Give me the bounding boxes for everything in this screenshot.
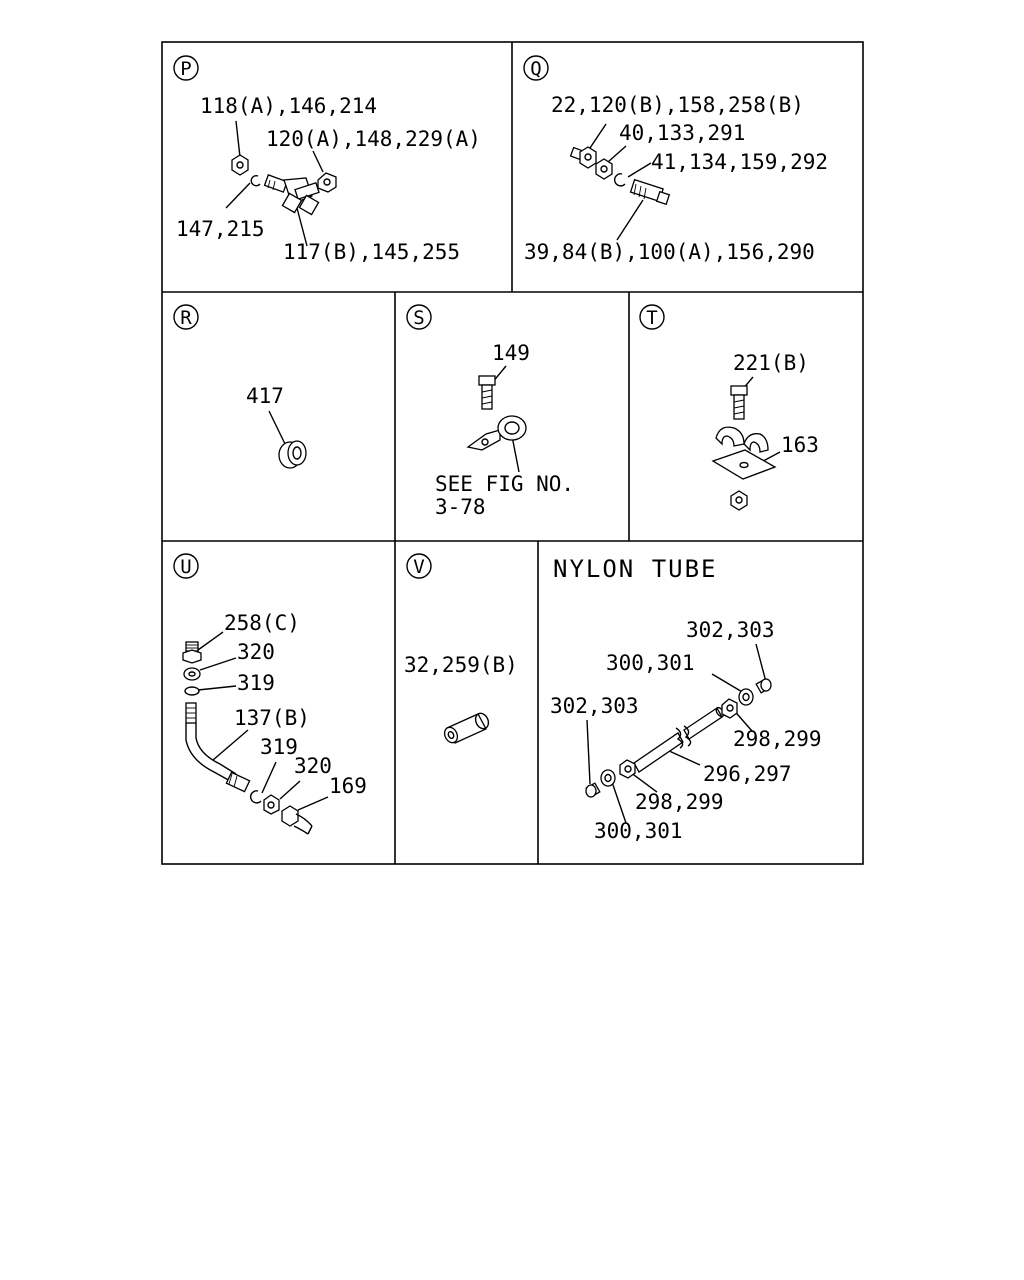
- label-147: 147,215: [176, 217, 265, 241]
- label-300-top: 300,301: [606, 651, 695, 675]
- hose-end-icon: [281, 805, 313, 835]
- panel-p-marker: P: [173, 55, 199, 81]
- panel-nylon-tube: NYLON TUBE 302,303 300,301 302,303 298,2…: [550, 555, 822, 843]
- panel-v-letter: V: [413, 556, 424, 578]
- nylon-tube-title: NYLON TUBE: [553, 555, 718, 583]
- label-258c: 258(C): [224, 611, 300, 635]
- panel-v-marker: V: [406, 553, 432, 579]
- panel-q: Q 22,120(B),158,258(B) 40,133,291 41,134…: [523, 55, 828, 264]
- union-fitting-icon: [182, 641, 202, 664]
- label-41: 41,134,159,292: [651, 150, 828, 174]
- panel-s-marker: S: [406, 304, 432, 330]
- label-149: 149: [492, 341, 530, 365]
- nut-icon: [263, 794, 280, 815]
- panel-p-letter: P: [180, 58, 191, 80]
- panel-v: V 32,259(B): [404, 553, 518, 744]
- panel-r: R 417: [173, 304, 307, 469]
- label-417: 417: [246, 384, 284, 408]
- label-300-bottom: 300,301: [594, 819, 683, 843]
- label-221b: 221(B): [733, 351, 809, 375]
- washer-icon: [184, 686, 200, 696]
- bolt-icon: [730, 385, 748, 420]
- label-169: 169: [329, 774, 367, 798]
- panel-s: S 149 SEE FIG NO. 3-78: [406, 304, 574, 519]
- snap-ring-icon: [614, 173, 626, 187]
- panel-u-letter: U: [180, 556, 191, 578]
- label-302-left: 302,303: [550, 694, 639, 718]
- sleeve-icon: [443, 712, 490, 744]
- label-39: 39,84(B),100(A),156,290: [524, 240, 815, 264]
- label-298-bottom: 298,299: [635, 790, 724, 814]
- tee-fitting-icon: [263, 174, 320, 216]
- panel-t-marker: T: [639, 304, 665, 330]
- label-163: 163: [781, 433, 819, 457]
- panel-p: P 118(A),146,214 120(A),148,229(A) 147,2…: [173, 55, 481, 264]
- label-see-fig: SEE FIG NO.: [435, 472, 574, 496]
- connector-icon: [629, 178, 671, 206]
- grid-frame: [161, 41, 864, 865]
- panel-s-letter: S: [413, 307, 424, 329]
- nylon-tube-icon: [633, 706, 725, 773]
- grommet-icon: [278, 440, 307, 469]
- bolt-icon: [317, 172, 337, 193]
- union-fitting-icon: [569, 146, 597, 169]
- nut-icon: [595, 158, 613, 180]
- panel-u-marker: U: [173, 553, 199, 579]
- label-22: 22,120(B),158,258(B): [551, 93, 804, 117]
- panel-q-marker: Q: [523, 55, 549, 81]
- label-302-top: 302,303: [686, 618, 775, 642]
- label-120a: 120(A),148,229(A): [266, 127, 481, 151]
- nut-icon: [619, 759, 636, 779]
- sleeve-icon: [600, 769, 616, 787]
- label-137b: 137(B): [234, 706, 310, 730]
- label-298-right: 298,299: [733, 727, 822, 751]
- plug-icon: [755, 678, 772, 694]
- bolt-icon: [478, 375, 496, 410]
- panel-q-letter: Q: [530, 58, 541, 80]
- label-118a: 118(A),146,214: [200, 94, 377, 118]
- clip-icon: [466, 415, 527, 451]
- label-117b: 117(B),145,255: [283, 240, 460, 264]
- steel-pipe-icon: [185, 702, 251, 793]
- plug-icon: [585, 782, 601, 798]
- nut-icon: [730, 490, 748, 511]
- label-319-top: 319: [237, 671, 275, 695]
- plate-icon: [711, 449, 777, 480]
- label-319-bottom: 319: [260, 735, 298, 759]
- panel-t-letter: T: [646, 307, 657, 329]
- snap-ring-icon: [250, 790, 262, 804]
- panel-r-letter: R: [180, 307, 192, 329]
- clamp-icon: [715, 426, 769, 453]
- sleeve-icon: [738, 688, 754, 706]
- label-40: 40,133,291: [619, 121, 745, 145]
- label-32: 32,259(B): [404, 653, 518, 677]
- label-320-bottom: 320: [294, 754, 332, 778]
- nut-icon: [231, 154, 249, 176]
- nut-icon: [721, 698, 738, 719]
- label-320-top: 320: [237, 640, 275, 664]
- panel-u: U 258(C) 320 319 137(B) 319 320 169: [173, 553, 367, 835]
- snap-ring-icon: [250, 174, 261, 187]
- nut-icon: [183, 667, 201, 681]
- panel-t: T 221(B) 163: [639, 304, 819, 511]
- label-296: 296,297: [703, 762, 792, 786]
- label-fig-number: 3-78: [435, 495, 486, 519]
- panel-r-marker: R: [173, 304, 199, 330]
